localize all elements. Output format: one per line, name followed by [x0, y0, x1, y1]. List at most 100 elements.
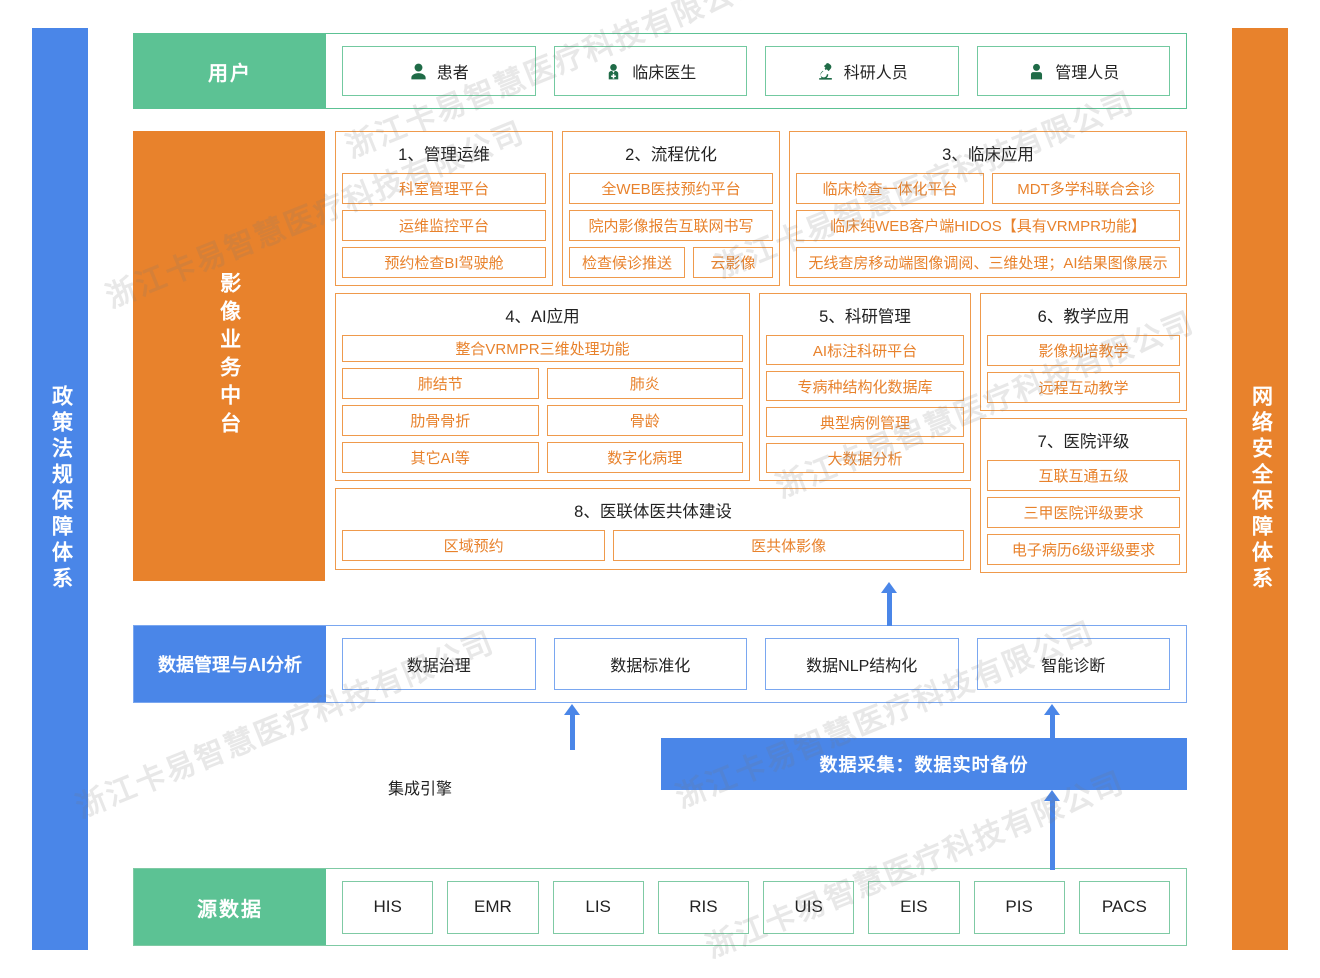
- block-item-row: 肋骨骨折 骨龄: [342, 405, 743, 436]
- card-label: LIS: [585, 897, 611, 916]
- block-item[interactable]: 影像规培教学: [987, 335, 1180, 366]
- card-label: RIS: [689, 897, 718, 916]
- data-management-card-diagnosis[interactable]: 智能诊断: [976, 638, 1170, 690]
- platform-row-3: 8、医联体医共体建设 区域预约 医共体影像: [335, 488, 1187, 570]
- data-collection-band: 集成引擎 数据采集：数据实时备份: [133, 703, 1187, 861]
- block-item[interactable]: 专病种结构化数据库: [766, 371, 964, 401]
- block-item[interactable]: AI标注科研平台: [766, 335, 964, 365]
- data-collection-inner: 集成引擎 数据采集：数据实时备份: [133, 703, 1187, 861]
- block-item[interactable]: 科室管理平台: [342, 173, 546, 204]
- manager-icon: [1031, 63, 1043, 79]
- block-item[interactable]: 临床纯WEB客户端HIDOS【具有VRMPR功能】: [796, 210, 1180, 241]
- block-item[interactable]: 其它AI等: [342, 442, 539, 473]
- block-item-row: 区域预约 医共体影像: [342, 530, 964, 561]
- block-ai-application: 4、AI应用 整合VRMPR三维处理功能 肺结节 肺炎 肋骨骨折 骨龄 其它AI…: [335, 293, 750, 481]
- block-item[interactable]: MDT多学科联合会诊: [992, 173, 1180, 204]
- source-data-list: HIS EMR LIS RIS UIS EIS PIS PACS: [326, 869, 1186, 945]
- block-process-optimization: 2、流程优化 全WEB医技预约平台 院内影像报告互联网书写 检查候诊推送 云影像: [562, 131, 780, 286]
- users-band: 用户 患者 临床医生 科研人员 管理人员: [133, 33, 1187, 109]
- right-pillar-network-security: 网络安全保障体系: [1232, 28, 1288, 950]
- user-card-label: 患者: [436, 65, 469, 82]
- block-item[interactable]: 典型病例管理: [766, 407, 964, 437]
- data-collection-box-label: 数据采集：数据实时备份: [819, 755, 1029, 775]
- user-icon: [411, 63, 426, 79]
- arrow-head-icon: [1044, 704, 1060, 715]
- block-item[interactable]: 互联互通五级: [987, 460, 1180, 491]
- data-management-band: 数据管理与AI分析 数据治理 数据标准化 数据NLP结构化 智能诊断: [133, 625, 1187, 703]
- card-label: EIS: [900, 897, 928, 916]
- source-card-ris[interactable]: RIS: [657, 880, 749, 934]
- block-item[interactable]: 三甲医院评级要求: [987, 497, 1180, 528]
- data-management-label: 数据管理与AI分析: [134, 626, 326, 702]
- block-stack-teaching-rating: 6、教学应用 影像规培教学 远程互动教学 7、医院评级 互联互通五级 三甲医院评…: [980, 293, 1187, 573]
- block-item[interactable]: 整合VRMPR三维处理功能: [342, 335, 743, 362]
- source-card-pis[interactable]: PIS: [973, 880, 1065, 934]
- user-card-clinician[interactable]: 临床医生: [553, 46, 747, 96]
- imaging-platform-body: 1、管理运维 科室管理平台 运维监控平台 预约检查BI驾驶舱 2、流程优化 全W…: [325, 131, 1187, 581]
- block-item[interactable]: 医共体影像: [613, 530, 964, 561]
- block-item[interactable]: 云影像: [693, 247, 773, 278]
- block-item[interactable]: 骨龄: [546, 405, 743, 436]
- card-label: 数据治理: [406, 658, 471, 675]
- arrow-collection-to-data-management: [1044, 704, 1060, 750]
- block-item-row: 其它AI等 数字化病理: [342, 442, 743, 473]
- block-title: 8、医联体医共体建设: [574, 503, 732, 521]
- block-item[interactable]: 肺结节: [342, 368, 539, 399]
- arrow-source-to-collection: [1044, 790, 1060, 870]
- block-item[interactable]: 肋骨骨折: [342, 405, 539, 436]
- data-management-card-governance[interactable]: 数据治理: [342, 638, 536, 690]
- source-data-label: 源数据: [134, 869, 326, 945]
- user-card-administrator[interactable]: 管理人员: [976, 46, 1170, 96]
- block-item[interactable]: 检查候诊推送: [569, 247, 686, 278]
- microscope-icon: [818, 62, 832, 80]
- block-item[interactable]: 全WEB医技预约平台: [569, 173, 773, 204]
- block-item[interactable]: 电子病历6级评级要求: [987, 534, 1180, 565]
- block-title: 3、临床应用: [942, 146, 1034, 164]
- source-card-his[interactable]: HIS: [342, 880, 434, 934]
- data-collection-box[interactable]: 数据采集：数据实时备份: [661, 738, 1187, 790]
- block-item[interactable]: 肺炎: [546, 368, 743, 399]
- block-item[interactable]: 数字化病理: [546, 442, 743, 473]
- platform-row-1: 1、管理运维 科室管理平台 运维监控平台 预约检查BI驾驶舱 2、流程优化 全W…: [335, 131, 1187, 286]
- user-card-patient[interactable]: 患者: [342, 46, 536, 96]
- user-card-label: 管理人员: [1055, 65, 1120, 82]
- block-item[interactable]: 远程互动教学: [987, 372, 1180, 403]
- arrow-shaft: [1050, 712, 1055, 750]
- left-pillar-label: 政策法规保障体系: [49, 385, 73, 593]
- card-label: PACS: [1101, 897, 1147, 916]
- data-management-card-nlp[interactable]: 数据NLP结构化: [765, 638, 959, 690]
- arrow-engine-to-data-management: [564, 704, 580, 750]
- block-item[interactable]: 预约检查BI驾驶舱: [342, 247, 546, 278]
- block-research-management: 5、科研管理 AI标注科研平台 专病种结构化数据库 典型病例管理 大数据分析: [759, 293, 971, 481]
- card-label: 数据标准化: [610, 658, 691, 675]
- source-card-pacs[interactable]: PACS: [1078, 880, 1170, 934]
- source-card-lis[interactable]: LIS: [552, 880, 644, 934]
- source-card-emr[interactable]: EMR: [447, 880, 539, 934]
- block-management-ops: 1、管理运维 科室管理平台 运维监控平台 预约检查BI驾驶舱: [335, 131, 553, 286]
- block-medical-alliance: 8、医联体医共体建设 区域预约 医共体影像: [335, 488, 971, 570]
- block-hospital-rating: 7、医院评级 互联互通五级 三甲医院评级要求 电子病历6级评级要求: [980, 418, 1187, 573]
- block-title: 2、流程优化: [625, 146, 717, 164]
- right-pillar-label: 网络安全保障体系: [1249, 385, 1273, 593]
- card-label: 智能诊断: [1041, 658, 1106, 675]
- block-teaching-application: 6、教学应用 影像规培教学 远程互动教学: [980, 293, 1187, 411]
- block-item[interactable]: 无线查房移动端图像调阅、三维处理；AI结果图像展示: [796, 247, 1180, 278]
- block-item[interactable]: 院内影像报告互联网书写: [569, 210, 773, 241]
- block-item[interactable]: 区域预约: [342, 530, 606, 561]
- source-card-eis[interactable]: EIS: [868, 880, 960, 934]
- source-data-band: 源数据 HIS EMR LIS RIS UIS EIS PIS PACS: [133, 868, 1187, 946]
- card-label: PIS: [1005, 897, 1033, 916]
- arrow-shaft: [887, 590, 892, 626]
- source-card-uis[interactable]: UIS: [763, 880, 855, 934]
- block-clinical-application: 3、临床应用 临床检查一体化平台 MDT多学科联合会诊 临床纯WEB客户端HID…: [789, 131, 1187, 286]
- block-item[interactable]: 运维监控平台: [342, 210, 546, 241]
- block-title: 1、管理运维: [398, 146, 490, 164]
- data-management-card-standardization[interactable]: 数据标准化: [553, 638, 747, 690]
- block-item-row: 检查候诊推送 云影像: [569, 247, 773, 278]
- card-label: 数据NLP结构化: [806, 658, 918, 675]
- block-item[interactable]: 大数据分析: [766, 443, 964, 473]
- block-item[interactable]: 临床检查一体化平台: [796, 173, 984, 204]
- user-card-researcher[interactable]: 科研人员: [765, 46, 959, 96]
- imaging-platform-band: 影像业务中台 1、管理运维 科室管理平台 运维监控平台 预约检查BI驾驶舱 2、…: [133, 131, 1187, 581]
- users-list: 患者 临床医生 科研人员 管理人员: [326, 34, 1186, 108]
